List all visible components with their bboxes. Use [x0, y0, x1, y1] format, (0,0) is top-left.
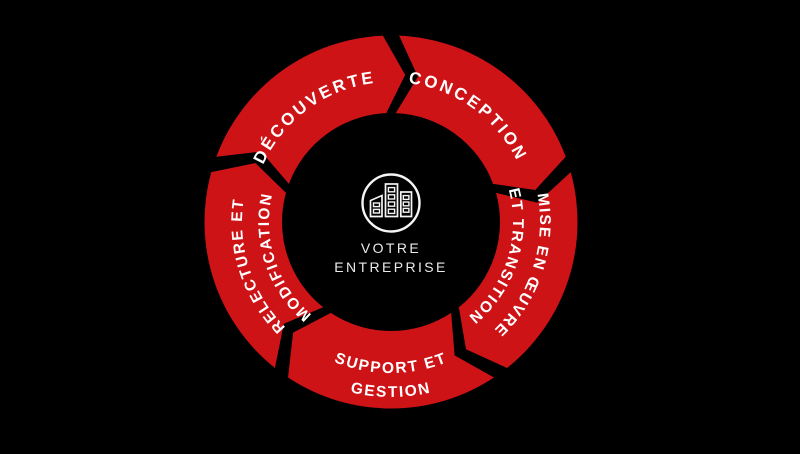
center-label-line1: VOTRE [361, 240, 421, 256]
building-left-window [372, 202, 381, 208]
building-middle-window [387, 208, 396, 215]
building-middle-window [387, 201, 396, 207]
building-right-window [402, 207, 410, 213]
building-middle [384, 183, 399, 218]
segment-conception-arrow [395, 35, 566, 191]
segment-relecture-et-modification-arrow [204, 163, 324, 368]
building-left [369, 194, 383, 218]
building-left-window [372, 208, 381, 214]
icon-circle-outline [361, 173, 421, 233]
segment-support-et-gestion-label: GESTION [349, 380, 432, 402]
segment-decouverte-arrow [216, 35, 406, 184]
building-right-window [402, 201, 410, 207]
segment-mise-en-oeuvre-et-transition-arrow [458, 172, 578, 368]
building-middle-window [387, 186, 396, 193]
center-label-group: VOTRE ENTREPRISE [334, 173, 447, 275]
building-middle-window [387, 194, 396, 200]
buildings-icon [361, 173, 421, 233]
building-right [399, 191, 413, 218]
center-label-line2: ENTREPRISE [334, 259, 447, 275]
segment-support-et-gestion-arrow [288, 312, 494, 409]
building-right-window [402, 194, 410, 201]
